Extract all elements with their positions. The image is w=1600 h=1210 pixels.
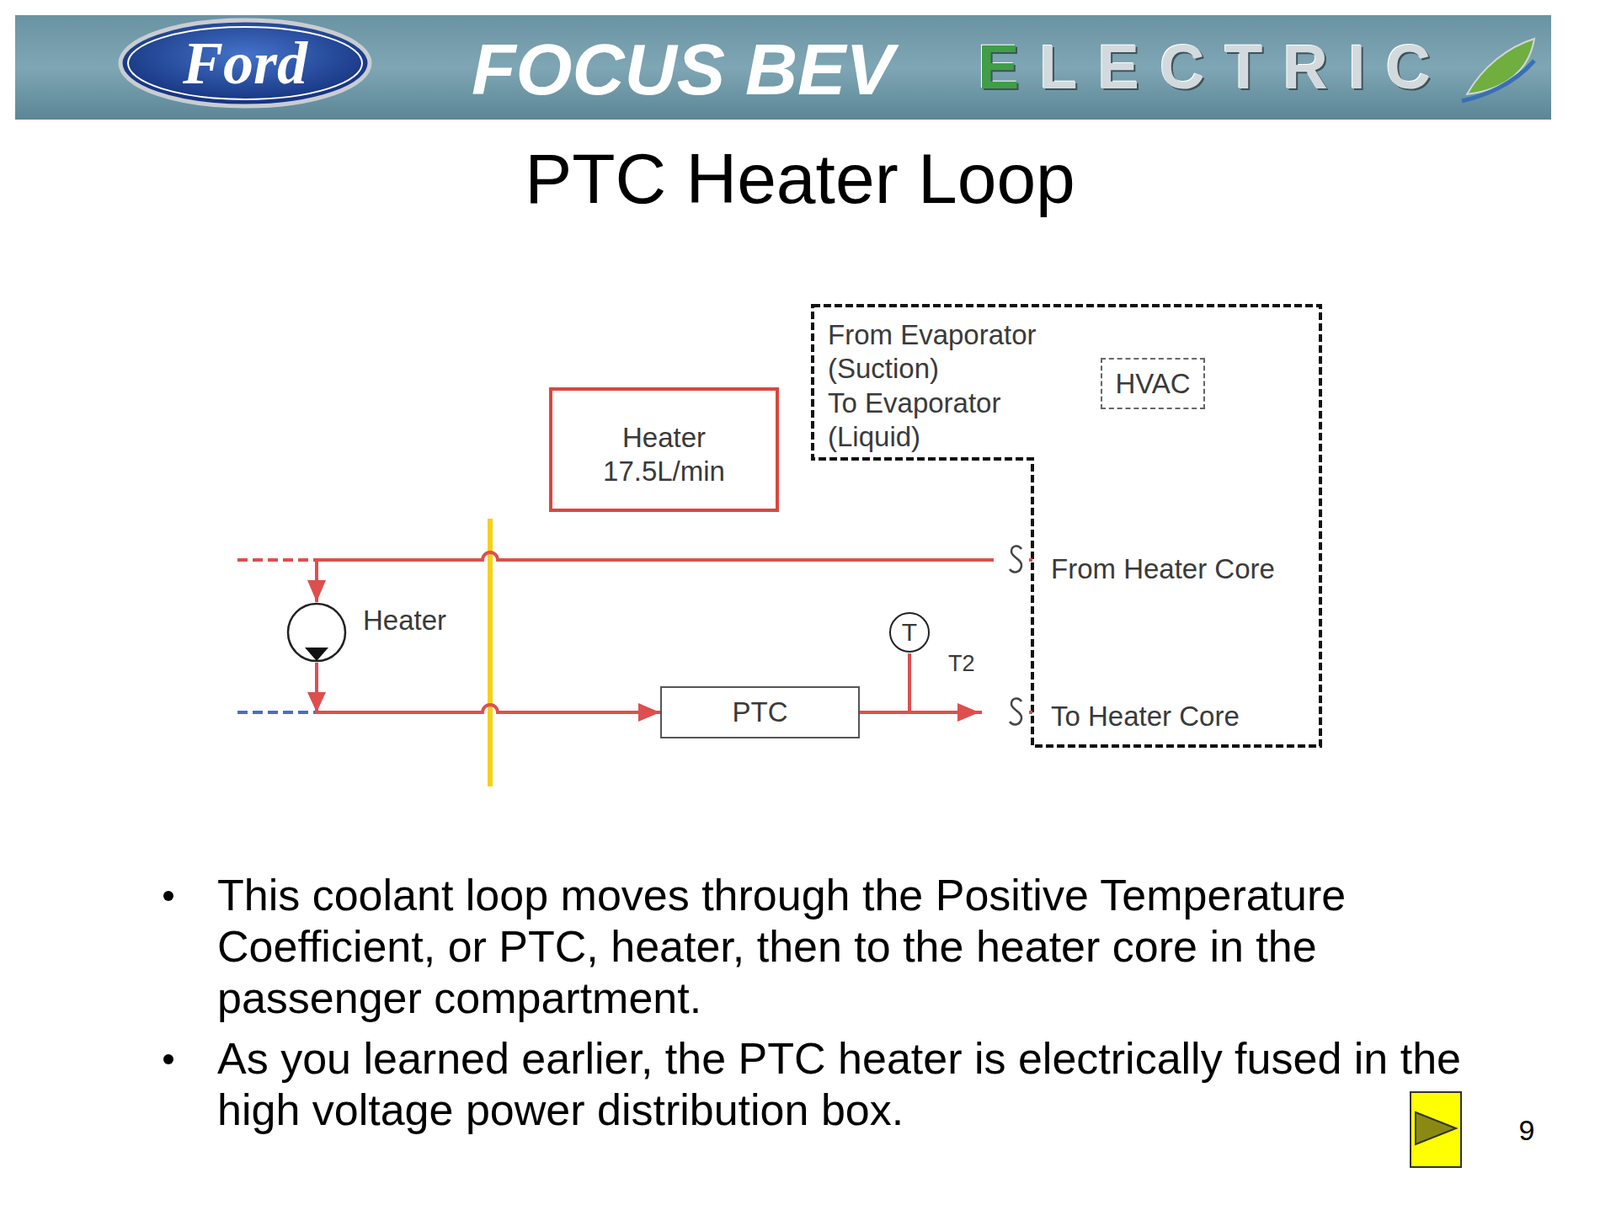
hose-connector-symbol (1009, 545, 1022, 572)
port-label: To Heater Core (1050, 699, 1240, 734)
pump-label: Heater (362, 603, 447, 638)
sensor-symbol-text: T (888, 619, 931, 646)
dashed-outline (812, 305, 1321, 747)
sensor-stub (907, 653, 912, 713)
hvac-box: HVAC (1100, 357, 1206, 410)
ford-oval (120, 20, 370, 107)
box-label: Heater (552, 421, 776, 455)
slide-title: PTC Heater Loop (0, 143, 1600, 214)
flow-rate: 17.5L/min (552, 454, 776, 489)
ford-oval-inner (128, 26, 363, 100)
play-button (1410, 1092, 1462, 1168)
bullet-dot (163, 1054, 174, 1065)
pump-triangle (304, 647, 329, 662)
bullet-text: This coolant loop moves through the Posi… (217, 869, 1472, 1024)
coolant-pipe (316, 662, 661, 713)
coolant-pipe (316, 552, 1033, 603)
ptc-heater-box: PTC (660, 686, 860, 739)
port-label: To Evaporator (Liquid) (827, 386, 1056, 454)
pump-outline (286, 602, 347, 663)
hvac-module-outline: From Evaporator (Suction)To Evaporator (… (810, 304, 1323, 748)
page-number: 9 (1519, 1115, 1536, 1145)
yellow-divider-line (487, 518, 493, 787)
badge-text: ELECTRIC (977, 36, 1451, 99)
bullet-dot (163, 890, 174, 902)
hose-connector-symbol (1009, 698, 1022, 725)
heater-flow-box: Heater17.5L/min (549, 387, 779, 512)
pipe-stub-dashed (237, 558, 317, 562)
box-label: HVAC (1102, 367, 1204, 401)
pump-circle (288, 603, 346, 662)
port-label: From Evaporator (Suction) (827, 318, 1056, 386)
box-label: PTC (661, 695, 859, 730)
logo-text: Ford (182, 32, 308, 94)
leaf-swoosh (1461, 60, 1535, 102)
sensor-id: T2 (948, 650, 976, 678)
pipe-gap (981, 704, 1030, 721)
pump-symbol: Heater (286, 602, 347, 663)
header-text: FOCUS BEV (471, 32, 895, 106)
flow-arrowhead (307, 692, 326, 713)
pipe-stub-dashed (237, 710, 317, 715)
play-triangle (1415, 1112, 1456, 1145)
header-band (15, 15, 1552, 120)
pipe-gap (993, 551, 1030, 569)
temperature-sensor: TT2 (888, 611, 931, 654)
port-label: From Heater Core (1050, 552, 1275, 587)
coolant-pipe (859, 710, 1033, 715)
bullet-text: As you learned earlier, the PTC heater i… (217, 1033, 1472, 1136)
